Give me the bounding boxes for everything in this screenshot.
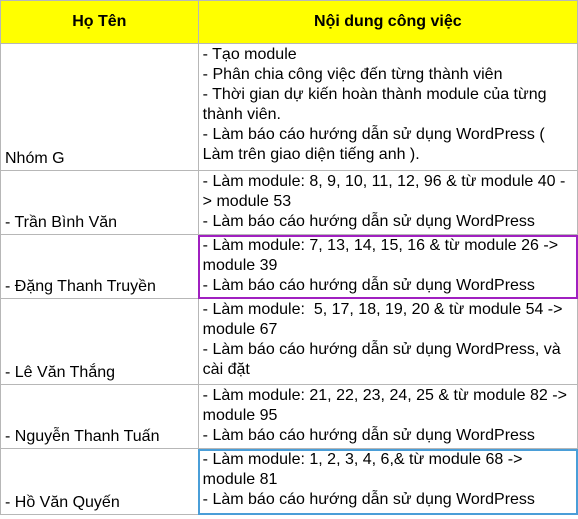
task-line: - Phân chia công việc đến từng thành viê… — [202, 66, 503, 83]
name-cell[interactable]: - Đặng Thanh Truyền — [0, 234, 199, 299]
task-line: - Làm báo cáo hướng dẫn sử dụng WordPres… — [202, 341, 561, 378]
task-cell[interactable]: - Làm module: 8, 9, 10, 11, 12, 96 & từ … — [197, 170, 578, 235]
name-cell[interactable]: - Trần Bình Văn — [0, 170, 199, 235]
task-cell[interactable]: - Làm module: 21, 22, 23, 24, 25 & từ mo… — [197, 384, 578, 449]
task-line: - Làm module: 8, 9, 10, 11, 12, 96 & từ … — [202, 173, 566, 210]
task-line: - Làm báo cáo hướng dẫn sử dụng WordPres… — [202, 491, 535, 508]
table-row: Nhóm G - Tạo module - Phân chia công việ… — [0, 43, 578, 171]
table-row: - Nguyễn Thanh Tuấn - Làm module: 21, 22… — [0, 384, 578, 449]
task-line: - Làm module: 7, 13, 14, 15, 16 & từ mod… — [202, 237, 559, 274]
task-line: - Làm module: 1, 2, 3, 4, 6,& từ module … — [202, 451, 523, 488]
task-line: - Làm module: 5, 17, 18, 19, 20 & từ mod… — [202, 301, 567, 338]
task-cell[interactable]: - Tạo module - Phân chia công việc đến t… — [197, 43, 578, 171]
name-cell[interactable]: - Lê Văn Thắng — [0, 298, 199, 385]
header-row: Họ Tên Nội dung công việc — [0, 0, 578, 44]
task-line: - Làm báo cáo hướng dẫn sử dụng WordPres… — [202, 277, 535, 294]
header-name[interactable]: Họ Tên — [0, 0, 199, 44]
task-cell-selected[interactable]: - Làm module: 7, 13, 14, 15, 16 & từ mod… — [197, 234, 578, 299]
task-line: - Thời gian dự kiến hoàn thành module củ… — [202, 86, 547, 123]
header-task[interactable]: Nội dung công việc — [197, 0, 578, 44]
name-cell[interactable]: - Hồ Văn Quyến — [0, 448, 199, 515]
task-line: - Làm báo cáo hướng dẫn sử dụng WordPres… — [202, 126, 545, 163]
table-row: - Đặng Thanh Truyền - Làm module: 7, 13,… — [0, 234, 578, 299]
name-cell[interactable]: Nhóm G — [0, 43, 199, 171]
table-row: - Lê Văn Thắng - Làm module: 5, 17, 18, … — [0, 298, 578, 385]
table-row: - Hồ Văn Quyến - Làm module: 1, 2, 3, 4,… — [0, 448, 578, 515]
name-cell[interactable]: - Nguyễn Thanh Tuấn — [0, 384, 199, 449]
task-line: - Làm module: 21, 22, 23, 24, 25 & từ mo… — [202, 387, 567, 424]
table-row: - Trần Bình Văn - Làm module: 8, 9, 10, … — [0, 170, 578, 235]
task-line: - Tạo module — [202, 46, 297, 63]
task-cell-selected[interactable]: - Làm module: 1, 2, 3, 4, 6,& từ module … — [197, 448, 578, 515]
task-cell[interactable]: - Làm module: 5, 17, 18, 19, 20 & từ mod… — [197, 298, 578, 385]
task-line: - Làm báo cáo hướng dẫn sử dụng WordPres… — [202, 427, 535, 444]
task-line: - Làm báo cáo hướng dẫn sử dụng WordPres… — [202, 213, 535, 230]
